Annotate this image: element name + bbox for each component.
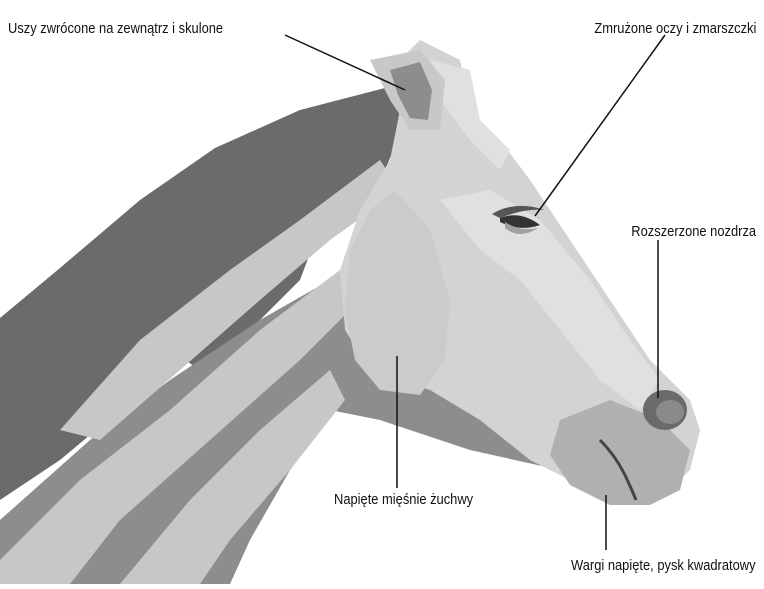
label-nostrils: Rozszerzone nozdrza	[631, 223, 756, 241]
eyes-leader-line	[535, 35, 665, 216]
label-lips: Wargi napięte, pysk kwadratowy	[571, 557, 756, 575]
label-ears: Uszy zwrócone na zewnątrz i skulone	[8, 20, 223, 38]
nostril-rim	[656, 400, 684, 424]
label-eyes: Zmrużone oczy i zmarszczki	[594, 20, 756, 38]
label-jaw: Napięte mięśnie żuchwy	[334, 491, 473, 509]
